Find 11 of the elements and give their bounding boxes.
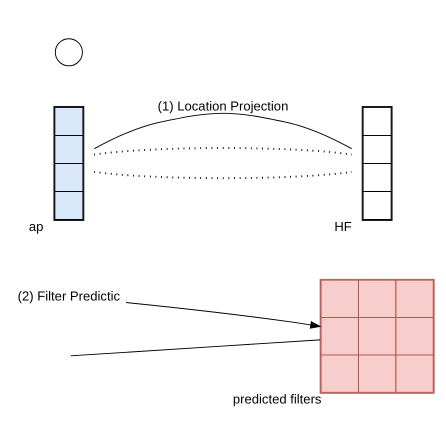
arrow: [126, 302, 322, 329]
connector: [94, 112, 352, 150]
node-text: (2) Filter Predictic: [18, 288, 120, 304]
edge-label: (1) Location Projection: [158, 98, 288, 114]
connector: [70, 339, 320, 356]
connector: [94, 170, 352, 180]
node-circle: [54, 38, 83, 66]
node-label: ap: [28, 218, 44, 234]
node-label: predicted filters: [232, 392, 322, 407]
connector: [94, 147, 352, 156]
node-label: HF: [334, 218, 352, 234]
